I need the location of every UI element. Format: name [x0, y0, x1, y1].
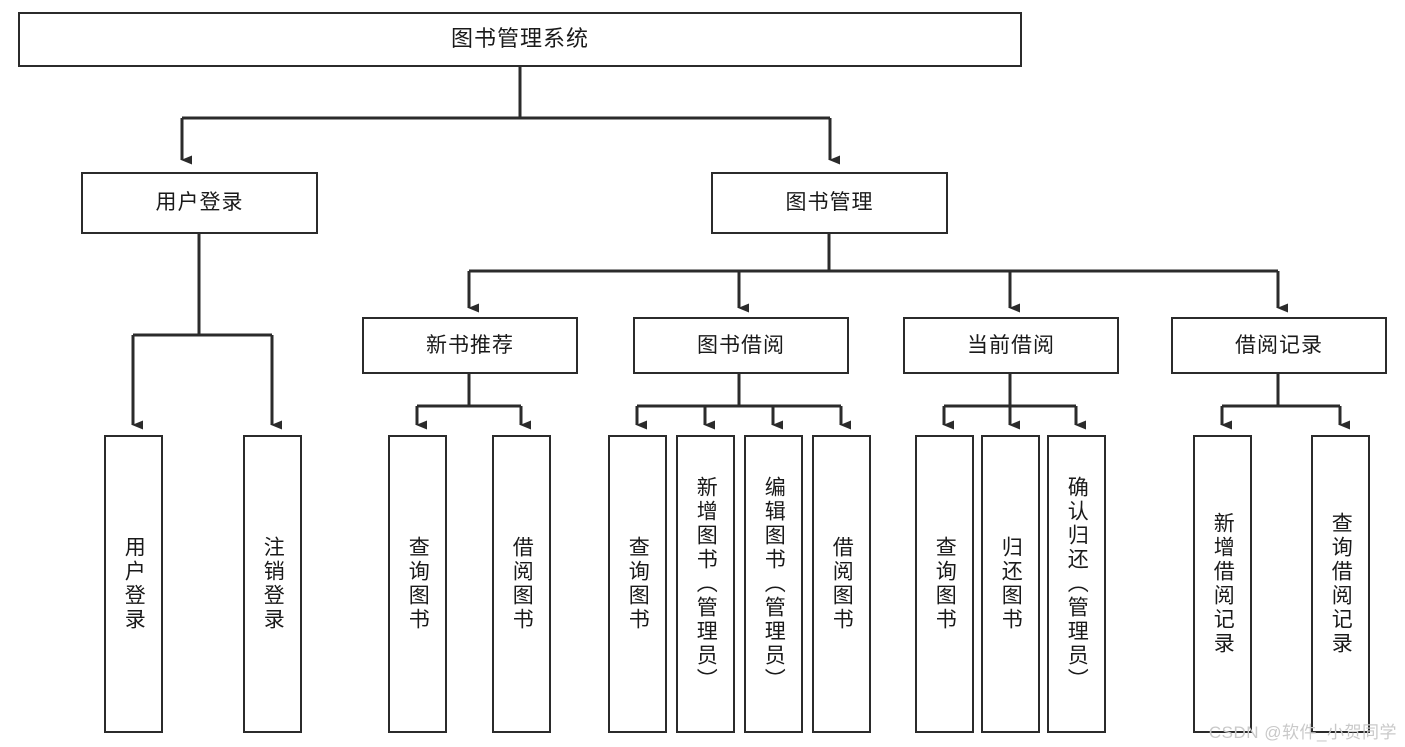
- node-new-book-recommend[interactable]: 新书推荐: [362, 317, 578, 374]
- leaf-add-book[interactable]: 新增图书（管理员）: [676, 435, 735, 733]
- leaf-query-book-3[interactable]: 查询图书: [915, 435, 974, 733]
- node-label: 归还图书: [999, 536, 1023, 632]
- leaf-borrow-book-1[interactable]: 借阅图书: [492, 435, 551, 733]
- node-label: 查询图书: [406, 536, 430, 632]
- node-label: 新增借阅记录: [1211, 512, 1235, 656]
- leaf-query-book-2[interactable]: 查询图书: [608, 435, 667, 733]
- node-label: 图书管理系统: [450, 26, 589, 52]
- node-label: 图书管理: [785, 191, 874, 215]
- node-label: 新增图书（管理员）: [694, 476, 718, 692]
- node-user-login[interactable]: 用户登录: [81, 172, 318, 234]
- node-label: 查询图书: [933, 536, 957, 632]
- node-label: 图书借阅: [697, 333, 785, 357]
- node-label: 查询借阅记录: [1329, 512, 1353, 656]
- leaf-add-record[interactable]: 新增借阅记录: [1193, 435, 1252, 733]
- node-book-management[interactable]: 图书管理: [711, 172, 948, 234]
- leaf-query-record[interactable]: 查询借阅记录: [1311, 435, 1370, 733]
- leaf-borrow-book-2[interactable]: 借阅图书: [812, 435, 871, 733]
- leaf-user-login[interactable]: 用户登录: [104, 435, 163, 733]
- node-current-borrow[interactable]: 当前借阅: [903, 317, 1119, 374]
- leaf-confirm-return[interactable]: 确认归还（管理员）: [1047, 435, 1106, 733]
- node-label: 查询图书: [626, 536, 650, 632]
- node-label: 确认归还（管理员）: [1065, 476, 1089, 692]
- node-label: 借阅图书: [830, 536, 854, 632]
- node-borrow-record[interactable]: 借阅记录: [1171, 317, 1387, 374]
- node-root-system[interactable]: 图书管理系统: [18, 12, 1022, 67]
- leaf-return-book[interactable]: 归还图书: [981, 435, 1040, 733]
- leaf-edit-book[interactable]: 编辑图书（管理员）: [744, 435, 803, 733]
- node-label: 借阅记录: [1235, 333, 1323, 357]
- leaf-query-book-1[interactable]: 查询图书: [388, 435, 447, 733]
- node-label: 用户登录: [122, 536, 146, 632]
- leaf-logout-login[interactable]: 注销登录: [243, 435, 302, 733]
- node-label: 用户登录: [155, 191, 244, 215]
- node-label: 新书推荐: [426, 333, 514, 357]
- node-label: 当前借阅: [967, 333, 1055, 357]
- node-book-borrow[interactable]: 图书借阅: [633, 317, 849, 374]
- node-label: 注销登录: [261, 536, 285, 632]
- node-label: 借阅图书: [510, 536, 534, 632]
- csdn-watermark: CSDN @软件_小贺同学: [1208, 723, 1397, 742]
- node-label: 编辑图书（管理员）: [762, 476, 786, 692]
